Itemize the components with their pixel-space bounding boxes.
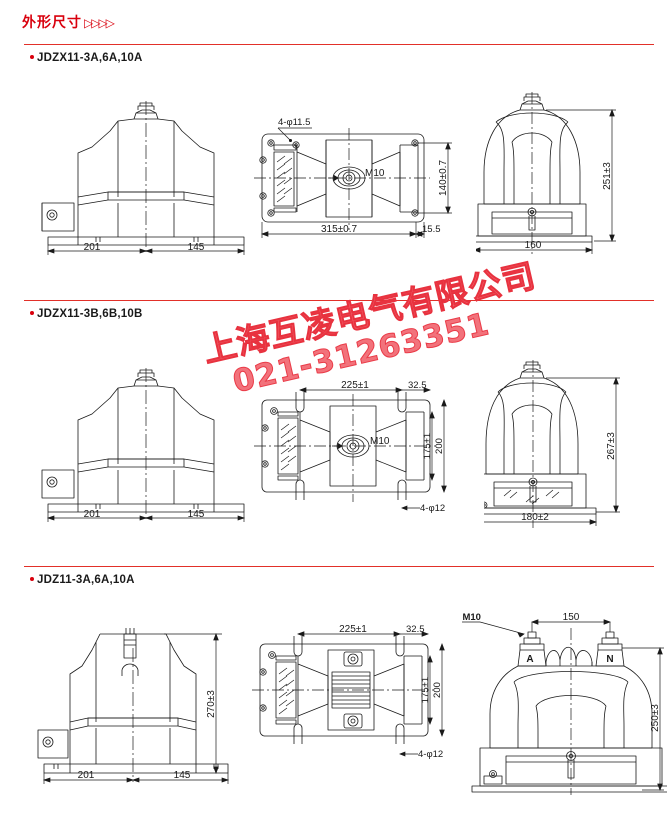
- drawing-sec3-plan-view: 225±1 32.5 175±1 200 4-φ12: [248, 622, 463, 777]
- dim-sec1-plan-m10: M10: [365, 168, 385, 179]
- dim-sec1-plan-edge: 15.5: [422, 224, 441, 235]
- divider-1: [24, 44, 654, 45]
- dim-sec1-plan-length: 315±0.7: [321, 224, 358, 235]
- drawing-sec2-front-view: 201 145: [30, 352, 260, 532]
- dim-sec3-front-height: 270±3: [206, 690, 217, 718]
- dim-sec1-side-width: 160: [525, 240, 542, 251]
- drawing-sec1-side-view: 251±3 160: [476, 88, 666, 268]
- dim-sec2-plan-200: 200: [434, 438, 445, 454]
- model-label-2-text: JDZX11-3B,6B,10B: [37, 308, 143, 320]
- dim-sec3-plan-200: 200: [432, 682, 443, 698]
- drawing-sec2-plan-view: 225±1 32.5 M10 175±1 200 4-φ12: [252, 378, 472, 528]
- drawing-sec3-side-view: A N 2-M10 150: [462, 610, 667, 795]
- model-label-3-text: JDZ11-3A,6A,10A: [37, 574, 135, 586]
- bullet-icon: [30, 54, 34, 59]
- watermark-company: 上海互凌电气有限公司: [199, 255, 540, 371]
- divider-2: [24, 300, 654, 301]
- dim-sec3-side-m10: 2-M10: [462, 612, 481, 623]
- dim-sec3-side-height: 250±3: [650, 704, 661, 732]
- dim-sec2-plan-325: 32.5: [408, 380, 427, 391]
- drawing-sec1-front-view: 201 145: [30, 85, 260, 265]
- page-title: 外形尺寸▷▷▷▷: [22, 12, 115, 32]
- dim-sec2-plan-225: 225±1: [341, 380, 369, 391]
- drawing-sec1-plan-view: 4-φ11.5 M10 315±0.7 15.5: [252, 112, 472, 252]
- dim-sec1-front-201: 201: [84, 242, 101, 253]
- drawing-sec2-side-view: 267±3 180±2: [484, 356, 669, 536]
- dim-sec2-plan-m10: M10: [370, 436, 390, 447]
- dim-sec3-plan-holes: 4-φ12: [418, 749, 443, 760]
- model-label-1-text: JDZX11-3A,6A,10A: [37, 52, 143, 64]
- dim-sec3-plan-325: 32.5: [406, 624, 425, 635]
- dim-sec3-front-201: 201: [78, 770, 95, 781]
- dim-sec2-side-height: 267±3: [606, 432, 617, 460]
- dim-sec3-plan-225: 225±1: [339, 624, 367, 635]
- dim-sec1-plan-holes: 4-φ11.5: [278, 117, 310, 128]
- dim-sec3-plan-175: 175±1: [420, 677, 431, 703]
- dim-sec2-plan-175: 175±1: [422, 433, 433, 459]
- model-label-2: JDZX11-3B,6B,10B: [30, 308, 142, 320]
- dim-sec3-side-150: 150: [563, 612, 580, 623]
- model-label-3: JDZ11-3A,6A,10A: [30, 574, 135, 586]
- dim-sec2-front-145: 145: [188, 509, 205, 520]
- dim-sec1-side-height: 251±3: [602, 162, 613, 190]
- terminal-label-n: N: [606, 654, 613, 665]
- chevron-decoration: ▷▷▷▷: [84, 16, 115, 30]
- bullet-icon: [30, 310, 34, 315]
- dim-sec2-front-201: 201: [84, 509, 101, 520]
- dim-sec1-plan-width: 140±0.7: [438, 160, 449, 197]
- drawing-sec3-front-view: 201 145 270±3: [36, 618, 246, 793]
- terminal-label-a: A: [526, 654, 533, 665]
- dim-sec1-front-145: 145: [188, 242, 205, 253]
- bullet-icon: [30, 576, 34, 581]
- divider-3: [24, 566, 654, 567]
- dim-sec2-plan-holes: 4-φ12: [420, 503, 445, 514]
- model-label-1: JDZX11-3A,6A,10A: [30, 52, 142, 64]
- dim-sec2-side-width: 180±2: [521, 512, 549, 523]
- page-title-text: 外形尺寸: [22, 14, 82, 30]
- dim-sec3-front-145: 145: [174, 770, 191, 781]
